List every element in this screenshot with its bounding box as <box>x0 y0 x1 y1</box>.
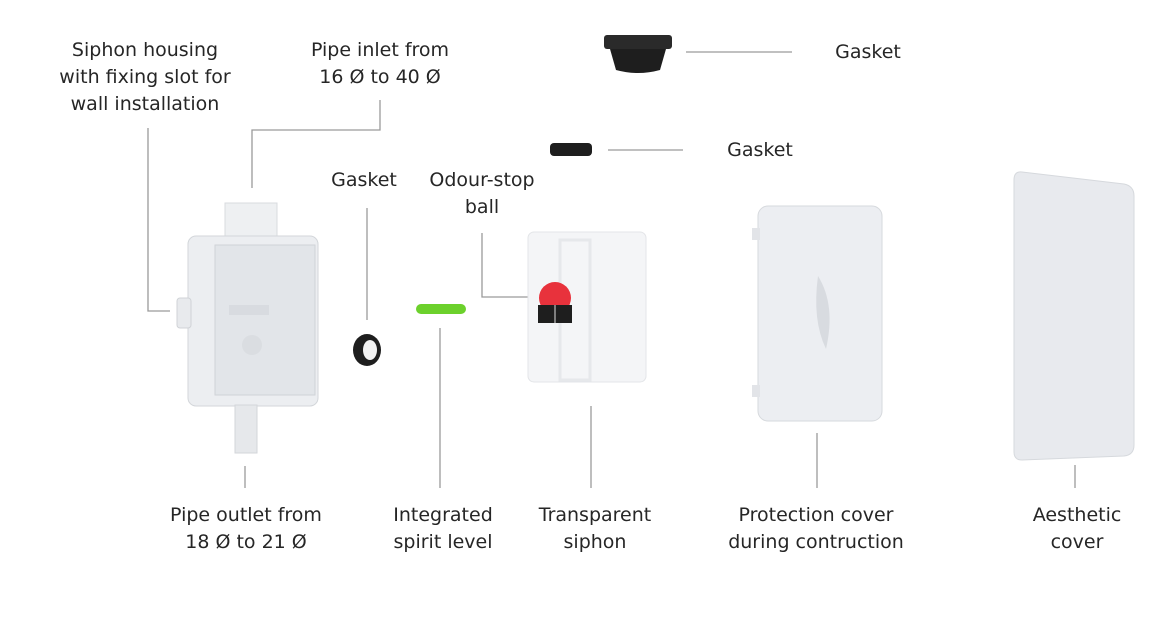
label-gasket-top: Gasket <box>835 39 901 66</box>
label-line: Gasket <box>835 41 901 63</box>
label-line: with fixing slot for <box>59 66 231 88</box>
label-line: Odour-stop <box>429 169 535 191</box>
label-pipe-outlet: Pipe outlet from 18 Ø to 21 Ø <box>170 502 322 556</box>
label-line: Transparent <box>538 504 652 526</box>
label-line: cover <box>1050 531 1104 553</box>
leader-odour-ball <box>481 233 540 298</box>
label-protection-cover: Protection cover during contruction <box>728 502 904 556</box>
label-line: ball <box>464 196 500 218</box>
leader-siphon-housing <box>147 128 170 312</box>
transparent-siphon-image <box>527 231 647 383</box>
siphon-housing-image <box>176 202 319 454</box>
gasket-mid-image <box>550 143 592 156</box>
label-transparent-siphon: Transparent siphon <box>539 502 652 556</box>
label-gasket-mid: Gasket <box>727 137 793 164</box>
label-line: wall installation <box>70 93 220 115</box>
label-odour-stop-ball: Odour-stop ball <box>429 167 534 221</box>
label-pipe-inlet: Pipe inlet from 16 Ø to 40 Ø <box>311 37 449 91</box>
gasket-top-image <box>604 35 672 73</box>
aesthetic-cover-image <box>1013 171 1135 461</box>
label-siphon-housing: Siphon housing with fixing slot for wall… <box>59 37 230 118</box>
label-line: Protection cover <box>738 504 894 526</box>
label-spirit-level: Integrated spirit level <box>393 502 493 556</box>
spirit-level-image <box>416 304 466 314</box>
label-line: Pipe inlet from <box>310 39 450 61</box>
label-line: Pipe outlet from <box>170 504 322 526</box>
leader-pipe-inlet <box>251 100 381 188</box>
label-line: 18 Ø to 21 Ø <box>185 531 307 553</box>
label-line: Integrated <box>393 504 493 526</box>
gasket-left-image <box>353 334 381 366</box>
leader-lines <box>147 51 1076 488</box>
label-line: spirit level <box>393 531 493 553</box>
label-line: siphon <box>563 531 627 553</box>
label-line: 16 Ø to 40 Ø <box>319 66 441 88</box>
label-line: Gasket <box>727 139 793 161</box>
label-line: Aesthetic <box>1032 504 1122 526</box>
label-line: Siphon housing <box>71 39 219 61</box>
label-line: Gasket <box>331 169 397 191</box>
protection-cover-image <box>752 205 883 422</box>
label-aesthetic-cover: Aesthetic cover <box>1033 502 1122 556</box>
label-line: during contruction <box>728 531 904 553</box>
label-gasket-left: Gasket <box>331 167 397 194</box>
